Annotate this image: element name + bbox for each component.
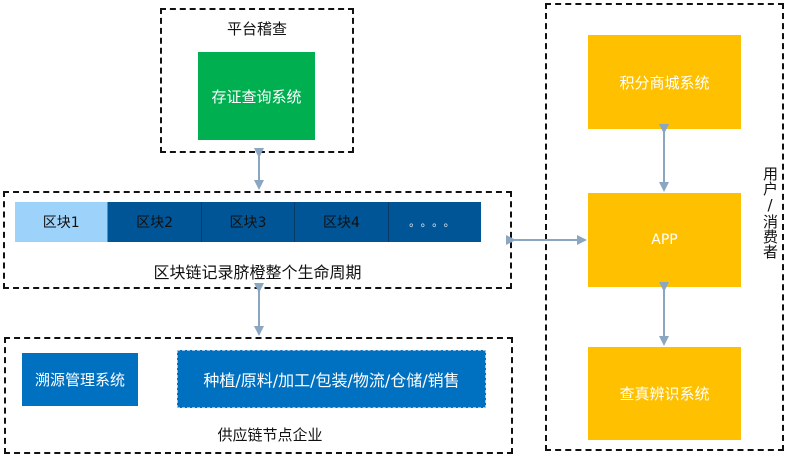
traceability-management-system[interactable]: 溯源管理系统 xyxy=(22,353,138,406)
supply-chain-group xyxy=(4,337,513,454)
block-1-label: 区块1 xyxy=(42,215,80,231)
block-4-label: 区块4 xyxy=(322,215,360,231)
supply-chain-stages[interactable]: 种植/原料/加工/包装/物流/仓储/销售 xyxy=(177,350,486,408)
consumer-label: 用户/消费者 xyxy=(761,166,779,259)
block-3[interactable]: 区块3 xyxy=(201,202,296,242)
app-box[interactable]: APP xyxy=(588,193,741,287)
consumer-group xyxy=(545,3,784,451)
authenticity-identification-system[interactable]: 查真辨识系统 xyxy=(588,347,741,440)
points-mall-system[interactable]: 积分商城系统 xyxy=(588,35,741,129)
block-chain-row: 区块1 区块2 区块3 区块4 。。。。 xyxy=(15,202,481,242)
block-4[interactable]: 区块4 xyxy=(295,202,389,242)
supply-chain-caption: 供应链节点企业 xyxy=(217,426,323,444)
platform-audit-title: 平台稽查 xyxy=(226,20,287,38)
evidence-query-system[interactable]: 存证查询系统 xyxy=(198,52,315,140)
ellipsis-label: 。。。。 xyxy=(409,216,461,229)
blockchain-caption: 区块链记录脐橙整个生命周期 xyxy=(153,263,362,282)
block-2-label: 区块2 xyxy=(136,215,174,231)
block-1[interactable]: 区块1 xyxy=(15,202,109,242)
block-2[interactable]: 区块2 xyxy=(108,202,202,242)
consumer-label-mask xyxy=(758,165,782,289)
block-more[interactable]: 。。。。 xyxy=(388,202,481,242)
block-3-label: 区块3 xyxy=(229,215,267,231)
